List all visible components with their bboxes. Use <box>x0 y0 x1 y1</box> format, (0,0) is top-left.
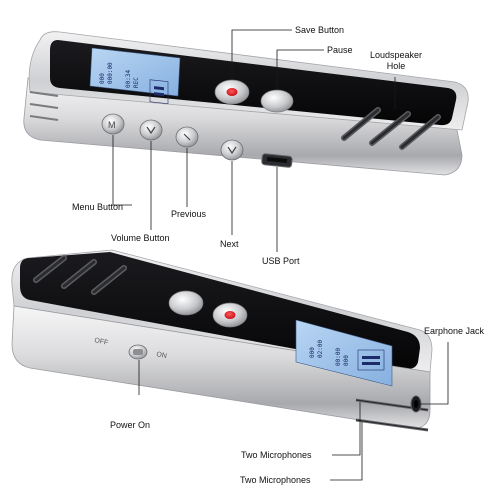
power-switch[interactable]: OFF ON <box>94 337 168 360</box>
recorder-top-view: 000 000:00 00:34 REC <box>23 31 469 176</box>
lcd-screen-top: 000 000:00 00:34 REC <box>89 47 181 104</box>
pause-button[interactable] <box>168 290 204 316</box>
switch-off-label: OFF <box>94 337 109 347</box>
previous-button[interactable] <box>175 126 199 148</box>
earphone-jack[interactable] <box>410 395 422 413</box>
pause-button[interactable] <box>260 89 294 113</box>
label-pause: Pause <box>327 45 353 55</box>
record-dot-icon <box>226 88 238 96</box>
label-loudspeaker-hole: Loudspeaker Hole <box>366 50 426 72</box>
lcd-screen-bottom: 000 02:00 00:00 000 <box>295 319 393 387</box>
lcd-row: 000:00 <box>107 62 114 84</box>
chevron-icon <box>227 146 237 155</box>
loudspeaker-grille <box>33 255 127 295</box>
recorder-bottom-view: 000 02:00 00:00 000 OFF ON <box>11 249 433 432</box>
label-two-microphones-2: Two Microphones <box>240 475 311 485</box>
top-left-vents <box>29 91 59 121</box>
label-next: Next <box>220 239 239 249</box>
lcd-row: 02:00 <box>317 340 324 358</box>
label-earphone-jack: Earphone Jack <box>424 326 485 336</box>
callout-line-pause <box>276 49 324 90</box>
lcd-row: 00:34 <box>125 70 132 88</box>
label-usb-port: USB Port <box>262 256 300 266</box>
next-button[interactable] <box>220 139 244 161</box>
loudspeaker-grille <box>341 107 441 150</box>
callout-line-menu <box>112 135 132 206</box>
callout-line-earphone <box>420 342 449 405</box>
label-save-button: Save Button <box>295 25 345 35</box>
bar-icon <box>183 133 191 141</box>
label-loudspeaker-line1: Loudspeaker <box>369 50 423 60</box>
callout-line-mic2 <box>330 422 363 481</box>
label-loudspeaker-line2: Hole <box>386 61 406 71</box>
callout-line-mic1 <box>332 402 361 456</box>
save-button[interactable] <box>212 302 248 328</box>
callout-line-save <box>231 29 292 80</box>
lcd-row: 00:00 <box>335 348 342 366</box>
m-letter-icon: M <box>108 120 116 130</box>
label-previous: Previous <box>171 209 207 219</box>
chevron-down-icon <box>146 126 156 135</box>
save-button[interactable] <box>214 79 250 105</box>
volume-button[interactable] <box>139 119 163 141</box>
lcd-row: 000 <box>309 347 316 358</box>
callout-lines-bottom <box>138 342 449 481</box>
record-dot-icon <box>224 311 236 319</box>
label-two-microphones-1: Two Microphones <box>241 450 312 460</box>
lcd-row: 000 <box>343 355 350 366</box>
lcd-row: REC <box>133 77 140 88</box>
label-power-on: Power On <box>110 420 151 430</box>
device-body-side <box>23 77 463 176</box>
switch-on-label: ON <box>156 351 168 360</box>
menu-button[interactable]: M <box>101 113 125 135</box>
label-volume-button: Volume Button <box>111 233 170 243</box>
label-menu-button: Menu Button <box>72 202 124 212</box>
lcd-row: 000 <box>99 73 106 84</box>
callout-lines-top <box>112 29 396 252</box>
usb-port[interactable] <box>261 153 293 168</box>
